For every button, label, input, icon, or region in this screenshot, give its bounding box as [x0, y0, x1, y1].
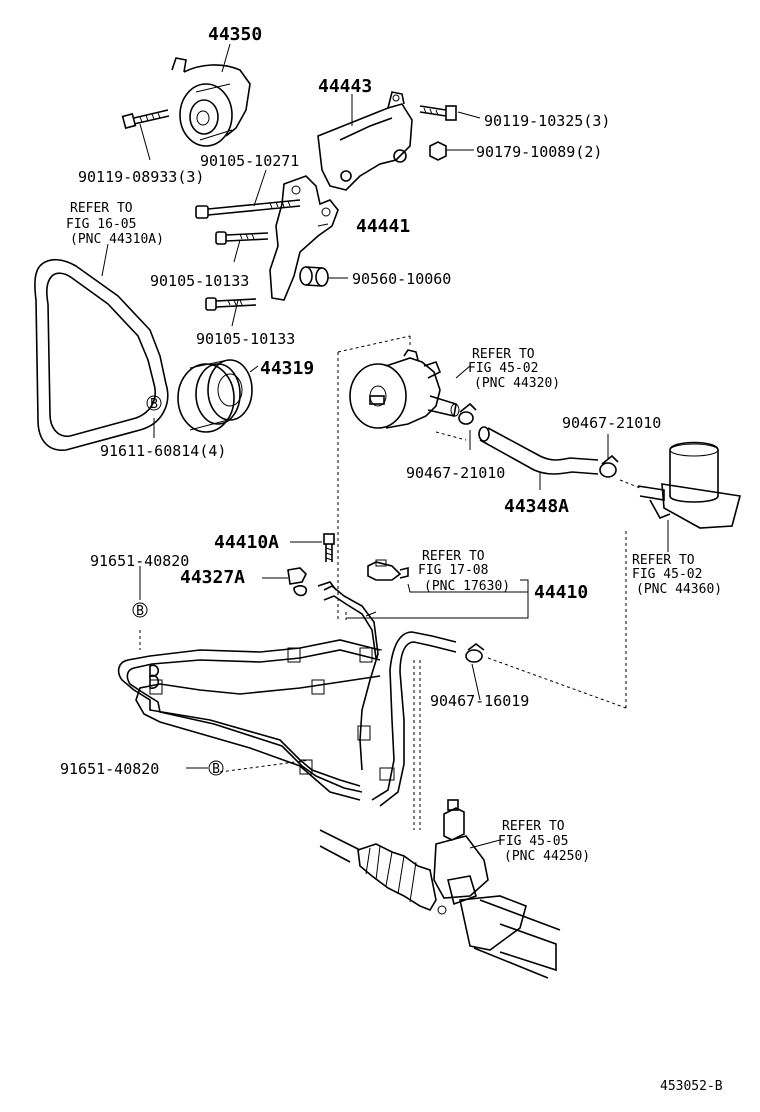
marker-b-1: B [146, 395, 162, 412]
return-hose-44348A[interactable] [478, 426, 599, 475]
svg-text:REFER TO: REFER TO [70, 201, 133, 216]
svg-text:(PNC 17630): (PNC 17630) [424, 579, 510, 594]
reservoir[interactable] [619, 441, 742, 529]
label-44350[interactable]: 44350 [208, 24, 262, 45]
idler-pulley-44350[interactable] [171, 57, 251, 147]
label-90467-21010-lower[interactable]: 90467-21010 [406, 464, 505, 482]
crank-pulley-44319[interactable] [177, 359, 253, 433]
label-90105-10133-lower[interactable]: 90105-10133 [196, 330, 295, 348]
ref-belt[interactable]: REFER TO FIG 16-05 (PNC 44310A) [66, 201, 164, 247]
bolt-44410A[interactable] [323, 533, 335, 562]
svg-text:FIG 45-02: FIG 45-02 [632, 567, 702, 582]
label-44441[interactable]: 44441 [356, 216, 410, 237]
svg-text:FIG 17-08: FIG 17-08 [418, 563, 488, 578]
label-44327A[interactable]: 44327A [180, 567, 245, 588]
pressure-switch[interactable] [367, 559, 409, 581]
bolt-90105-10133-lower[interactable] [205, 297, 257, 311]
label-90179-10089[interactable]: 90179-10089(2) [476, 143, 602, 161]
v-belt[interactable] [34, 258, 169, 451]
marker-b-2: B [132, 602, 148, 619]
svg-text:B: B [150, 397, 158, 412]
label-44443[interactable]: 44443 [318, 76, 372, 97]
clamp-90467-21010-a[interactable] [458, 402, 477, 425]
steering-gear[interactable] [319, 799, 561, 979]
label-44410[interactable]: 44410 [534, 582, 588, 603]
label-90467-16019[interactable]: 90467-16019 [430, 692, 529, 710]
label-44319[interactable]: 44319 [260, 358, 314, 379]
bracket-44441[interactable] [269, 175, 339, 301]
diagram-id: 453052-B [660, 1079, 723, 1094]
nut-90179-10089[interactable] [429, 141, 447, 161]
svg-text:FIG 45-05: FIG 45-05 [498, 834, 568, 849]
svg-text:REFER TO: REFER TO [422, 549, 485, 564]
clamp-90467-21010-b[interactable] [599, 454, 619, 478]
bolt-90105-10271[interactable] [195, 199, 301, 219]
cooler-tubes[interactable] [117, 639, 381, 801]
pressure-hose-44410[interactable] [323, 585, 383, 771]
svg-text:REFER TO: REFER TO [632, 553, 695, 568]
svg-text:(PNC 44360): (PNC 44360) [636, 582, 722, 597]
svg-text:B: B [212, 762, 220, 777]
label-90467-21010-upper[interactable]: 90467-21010 [562, 414, 661, 432]
label-91651-40820-lower[interactable]: 91651-40820 [60, 760, 159, 778]
spacer-90560-10060[interactable] [299, 266, 329, 287]
label-44410A[interactable]: 44410A [214, 532, 279, 553]
label-44348A[interactable]: 44348A [504, 496, 569, 517]
label-90105-10271[interactable]: 90105-10271 [200, 152, 299, 170]
svg-text:FIG 16-05: FIG 16-05 [66, 217, 136, 232]
label-90119-10325[interactable]: 90119-10325(3) [484, 112, 610, 130]
label-91611-60814[interactable]: 91611-60814(4) [100, 442, 226, 460]
bolt-90119-10325[interactable] [419, 105, 457, 121]
label-91651-40820-upper[interactable]: 91651-40820 [90, 552, 189, 570]
marker-b-3: B [208, 760, 224, 777]
svg-text:(PNC 44310A): (PNC 44310A) [70, 232, 164, 247]
svg-text:REFER TO: REFER TO [472, 347, 535, 362]
svg-text:B: B [136, 604, 144, 619]
clip-44327A[interactable] [287, 567, 337, 597]
label-90119-08933[interactable]: 90119-08933(3) [78, 168, 204, 186]
leader-lines [101, 43, 669, 849]
svg-text:REFER TO: REFER TO [502, 819, 565, 834]
ref-reservoir[interactable]: REFER TO FIG 45-02 (PNC 44360) [632, 553, 722, 597]
bolt-90105-10133-upper[interactable] [215, 231, 269, 245]
bolt-90119-08933[interactable] [121, 109, 170, 130]
label-90105-10133-upper[interactable]: 90105-10133 [150, 272, 249, 290]
label-90560-10060[interactable]: 90560-10060 [352, 270, 451, 288]
svg-text:(PNC 44250): (PNC 44250) [504, 849, 590, 864]
ref-sensor[interactable]: REFER TO FIG 17-08 (PNC 17630) [418, 549, 510, 594]
power-steering-pump[interactable] [349, 349, 460, 429]
return-tube[interactable] [357, 631, 457, 807]
bracket-44443[interactable] [317, 91, 413, 191]
svg-text:FIG 45-02: FIG 45-02 [468, 361, 538, 376]
ref-pump[interactable]: REFER TO FIG 45-02 (PNC 44320) [468, 347, 560, 391]
ref-gear[interactable]: REFER TO FIG 45-05 (PNC 44250) [498, 819, 590, 864]
clamp-90467-16019[interactable] [465, 643, 485, 663]
svg-text:(PNC 44320): (PNC 44320) [474, 376, 560, 391]
